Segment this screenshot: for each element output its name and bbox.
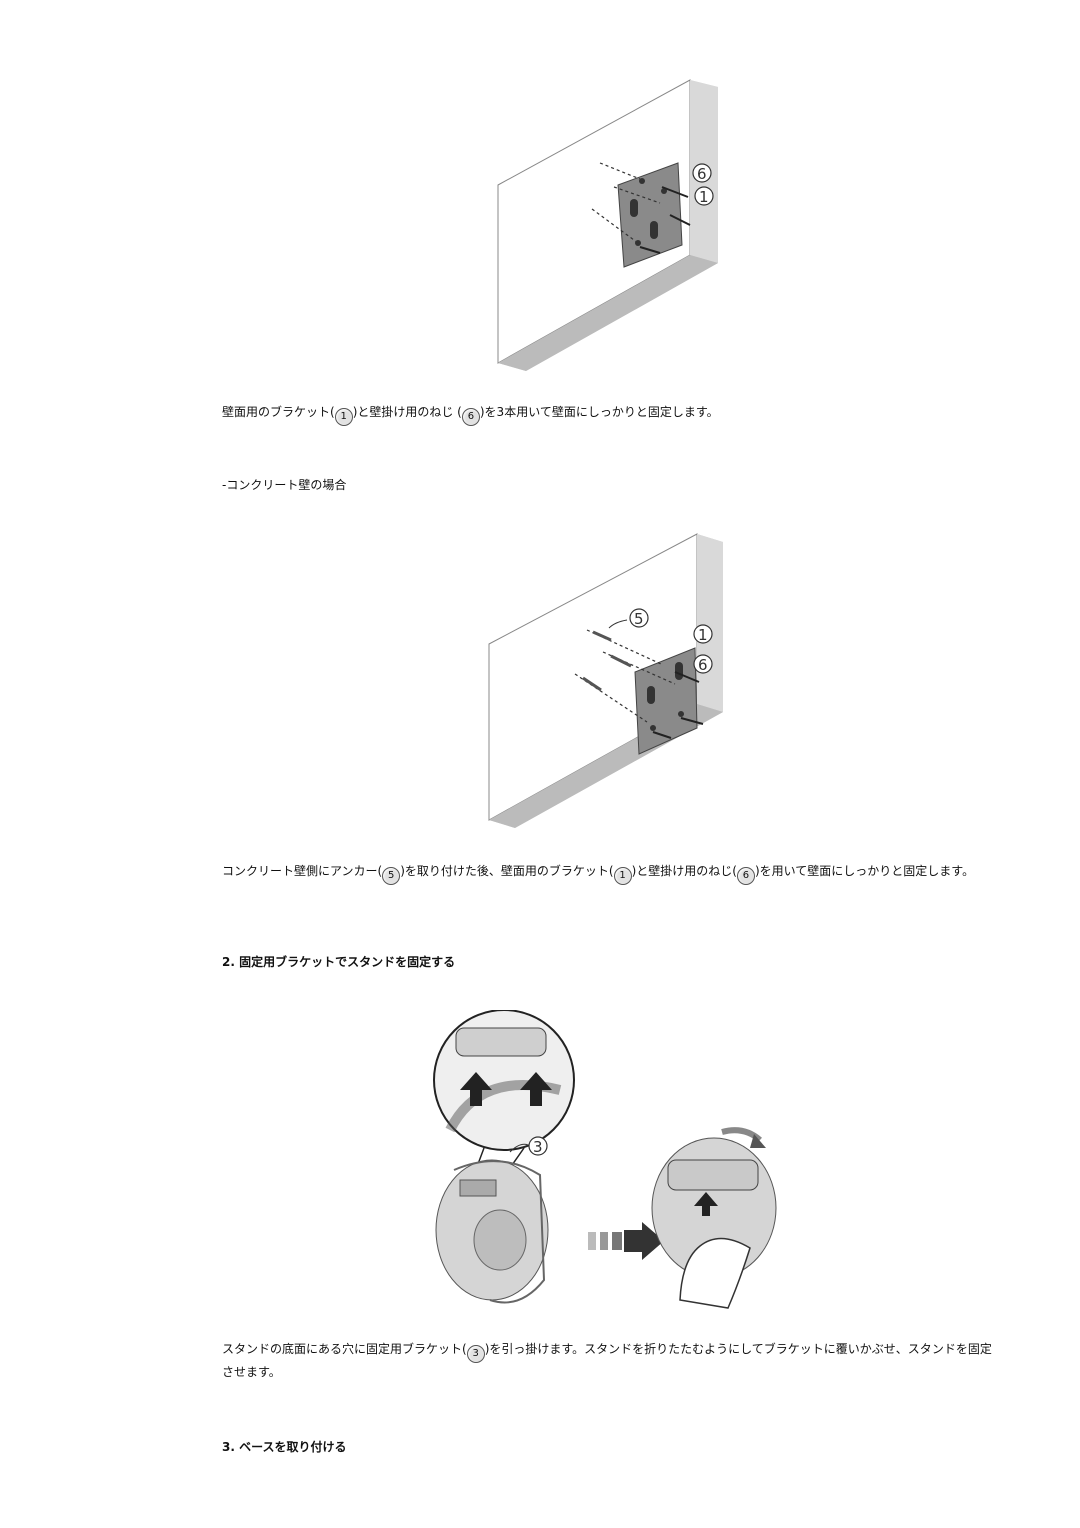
stand-bracket-illustration: 3 xyxy=(433,1010,777,1309)
caption-text: スタンドの底面にある穴に固定用ブラケット( xyxy=(222,1342,467,1356)
caption-concrete-mount: コンクリート壁側にアンカー(5)を取り付けた後、壁面用のブラケット(1)と壁掛け… xyxy=(222,862,1002,885)
caption-text: コンクリート壁側にアンカー( xyxy=(222,864,383,878)
screw-lines xyxy=(591,162,661,244)
anchors xyxy=(582,630,632,692)
svg-text:1: 1 xyxy=(699,188,709,206)
svg-text:6: 6 xyxy=(698,656,708,674)
screws xyxy=(639,186,691,254)
svg-text:6: 6 xyxy=(697,165,707,183)
caption-text: )を3本用いて壁面にしっかりと固定します。 xyxy=(479,405,719,419)
fig2-callout-5: 5 xyxy=(629,608,649,628)
circled-number-5: 5 xyxy=(382,867,401,885)
caption-text: )を取り付けた後、壁面用のブラケット( xyxy=(400,864,614,878)
caption-wall-mount: 壁面用のブラケット(1)と壁掛け用のねじ (6)を3本用いて壁面にしっかりと固定… xyxy=(222,403,719,426)
svg-text:1: 1 xyxy=(698,626,708,644)
direction-arrow-icon xyxy=(588,1222,664,1260)
svg-text:3: 3 xyxy=(533,1138,543,1156)
screws xyxy=(652,671,704,739)
fig1-callout-6: 6 xyxy=(692,163,712,183)
circled-number-1: 1 xyxy=(613,867,632,885)
fig3-callout-3: 3 xyxy=(528,1136,548,1156)
magnified-detail xyxy=(433,1010,575,1151)
stand-right xyxy=(651,1137,777,1309)
svg-text:5: 5 xyxy=(634,610,644,628)
caption-text: )を引っ掛けます。スタンドを折りたたむようにしてブラケットに覆いかぶせ、スタンド… xyxy=(222,1342,992,1379)
rotate-arrow-icon xyxy=(721,1127,766,1148)
caption-text: 壁面用のブラケット( xyxy=(222,405,335,419)
wall-bracket-illustration: 6 1 xyxy=(497,79,718,371)
fig2-callout-6: 6 xyxy=(693,654,713,674)
stand-left xyxy=(435,1159,549,1304)
fig1-callout-1: 1 xyxy=(694,186,714,206)
circled-number-1: 1 xyxy=(334,408,353,426)
concrete-wall-label: -コンクリート壁の場合 xyxy=(222,478,347,492)
section-heading-3: 3. ベースを取り付ける xyxy=(222,1440,347,1454)
section-heading-2: 2. 固定用ブラケットでスタンドを固定する xyxy=(222,955,456,969)
circled-number-6: 6 xyxy=(461,408,480,426)
caption-text: )と壁掛け用のねじ ( xyxy=(352,405,462,419)
caption-text: )と壁掛け用のねじ( xyxy=(631,864,737,878)
caption-text: )を用いて壁面にしっかりと固定します。 xyxy=(754,864,975,878)
circled-number-6: 6 xyxy=(736,867,755,885)
fig2-callout-1: 1 xyxy=(693,624,713,644)
circled-number-3: 3 xyxy=(466,1345,485,1363)
concrete-wall-illustration: 5 1 6 xyxy=(488,533,723,828)
caption-stand-bracket: スタンドの底面にある穴に固定用ブラケット(3)を引っ掛けます。スタンドを折りたた… xyxy=(222,1340,1002,1381)
